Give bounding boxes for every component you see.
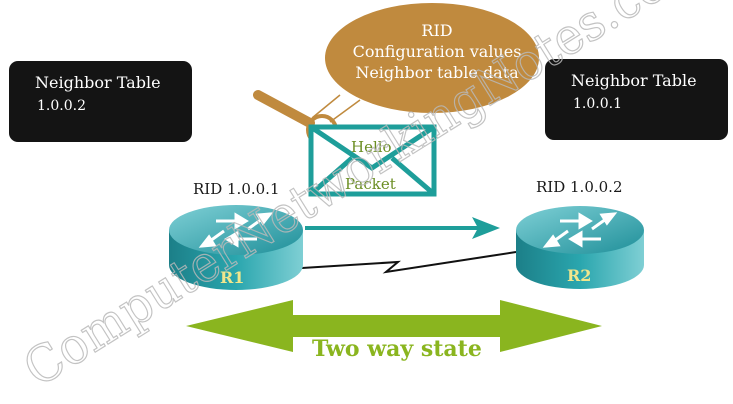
neighbor-table-entry: 1.0.0.1: [573, 96, 622, 112]
envelope-packet-text: Packet: [345, 175, 396, 193]
router-r2-rid: RID 1.0.0.2: [536, 178, 623, 196]
two-way-arrow: [186, 300, 602, 352]
hello-arrow-head: [472, 217, 500, 239]
neighbor-table-entry: 1.0.0.2: [37, 98, 86, 114]
info-bubble: [325, 3, 539, 113]
router-r1-rid: RID 1.0.0.1: [193, 180, 280, 198]
magnifier-handle: [253, 90, 315, 128]
bubble-line-rid: RID: [421, 21, 453, 40]
neighbor-table-title: Neighbor Table: [571, 71, 697, 90]
serial-link: [301, 251, 517, 274]
router-r1-label: R1: [220, 268, 245, 287]
bubble-line-neighbor: Neighbor table data: [355, 63, 519, 82]
hello-envelope: [308, 124, 437, 197]
router-r2-icon: [516, 206, 644, 289]
neighbor-table-r1: Neighbor Table 1.0.0.2: [9, 61, 192, 142]
lens-ray: [311, 94, 341, 119]
bubble-line-config: Configuration values: [352, 42, 522, 61]
neighbor-table-title: Neighbor Table: [35, 73, 161, 92]
two-way-state-label: Two way state: [312, 336, 482, 362]
hello-bubble-text: RID Configuration values Neighbor table …: [322, 20, 552, 83]
neighbor-table-r2: Neighbor Table 1.0.0.1: [545, 59, 728, 140]
envelope-hello-text: Hello: [351, 138, 392, 156]
router-r2-label: R2: [567, 266, 592, 285]
lens-ray: [329, 99, 361, 123]
router-r1-icon: [169, 205, 303, 290]
